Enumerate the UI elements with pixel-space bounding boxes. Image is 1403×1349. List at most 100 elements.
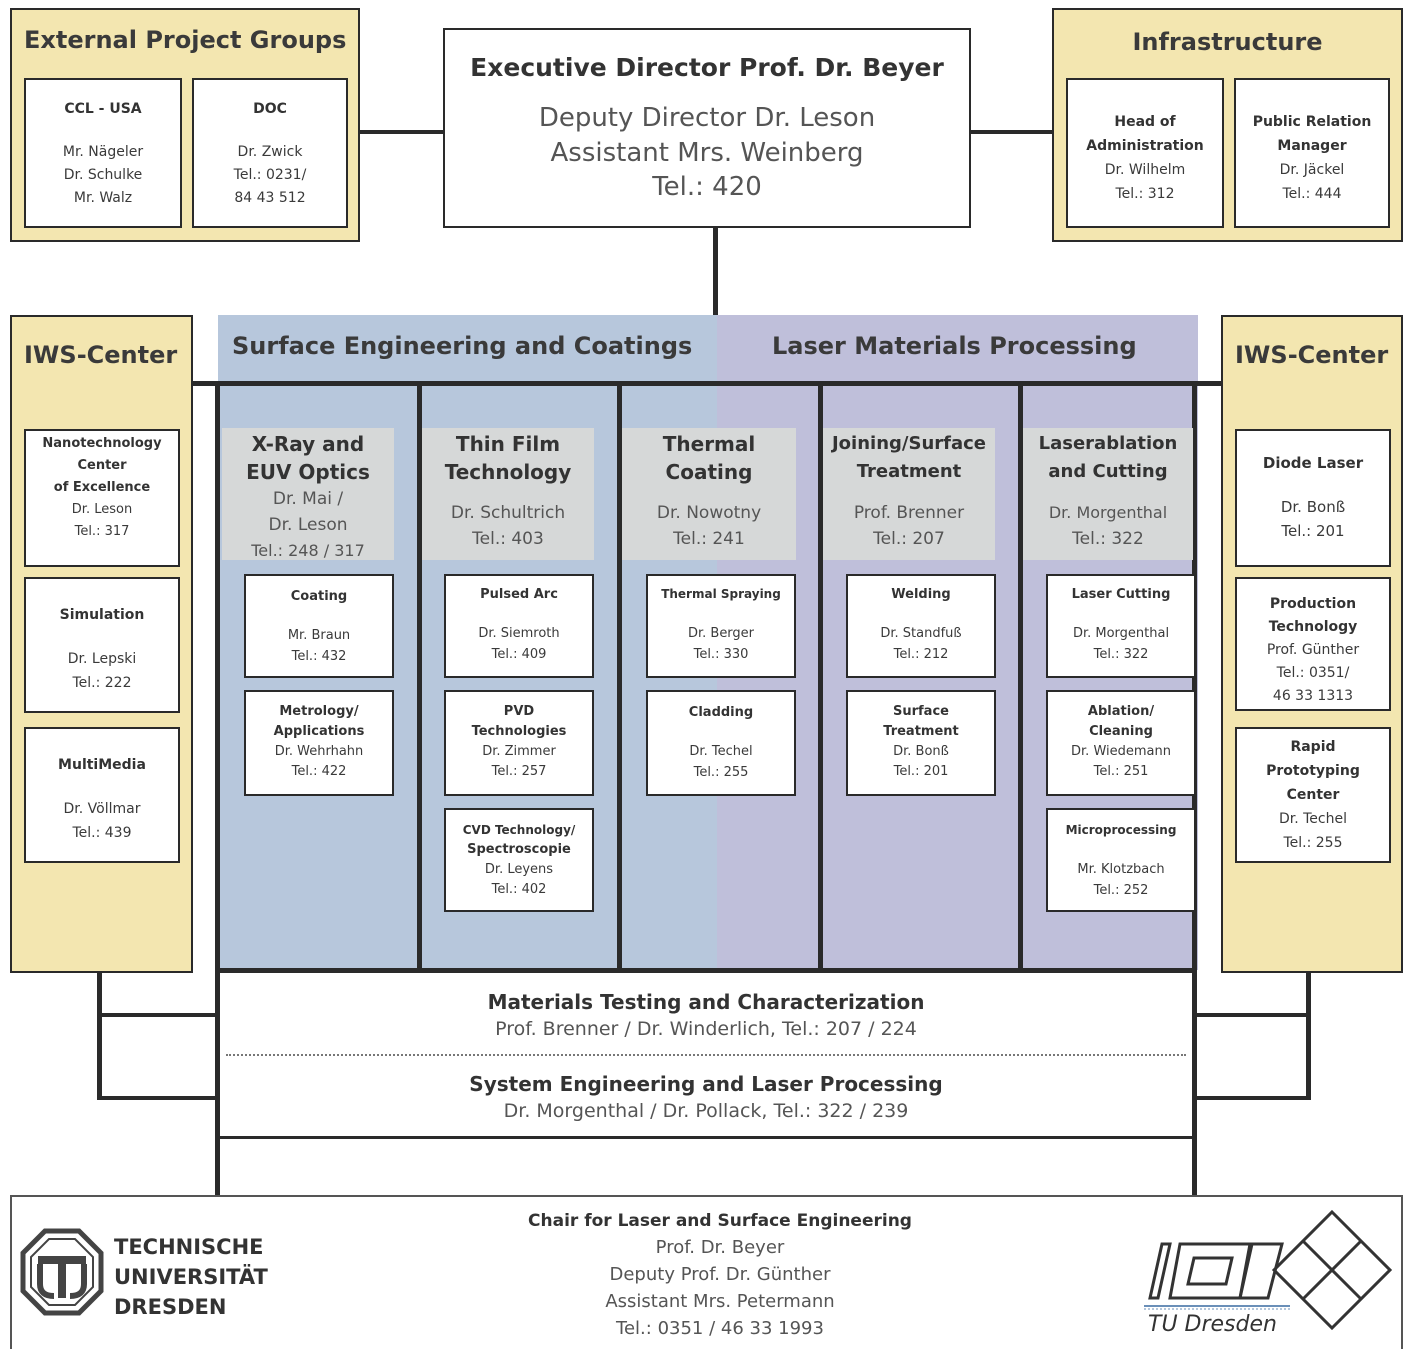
ccl-usa-box: CCL - USA Mr. Nägeler Dr. Schulke Mr. Wa… [24,78,182,228]
pr-line: Dr. Jäckel [1279,162,1345,178]
system-engineering-box: System Engineering and Laser Processing … [220,1058,1192,1136]
nano-name: Center [77,458,127,473]
multimedia-line: Tel.: 439 [72,825,132,841]
sub-line: Tel.: 432 [291,649,347,664]
nano-line: Dr. Leson [71,502,133,517]
system-engineering-line: Dr. Morgenthal / Dr. Pollack, Tel.: 322 … [503,1100,909,1122]
doc-line: Tel.: 0231/ [233,167,307,183]
production-name: Technology [1268,619,1358,635]
connector [713,228,718,384]
pr-name: Public Relation [1252,114,1372,130]
sub-line: Dr. Bonß [893,744,949,759]
sub-laser-cutting-box: Laser Cutting Dr. Morgenthal Tel.: 322 [1046,574,1196,678]
sub-ablation-cleaning-box: Ablation/ Cleaning Dr. Wiedemann Tel.: 2… [1046,690,1196,796]
dept-xray-euv-optics: X-Ray and EUV Optics Dr. Mai / Dr. Leson… [222,428,394,560]
connector [360,130,443,134]
head-of-administration-box: Head of Administration Dr. Wilhelm Tel.:… [1066,78,1224,228]
sub-welding-box: Welding Dr. Standfuß Tel.: 212 [846,574,996,678]
executive-tel: Tel.: 420 [652,172,762,202]
rapid-prototyping-box: Rapid Prototyping Center Dr. Techel Tel.… [1235,727,1391,863]
simulation-line: Tel.: 222 [72,675,132,691]
sub-name: Metrology/ [279,704,359,719]
sub-line: Dr. Siemroth [478,626,560,641]
dept-laserablation-cutting: Laserablation and Cutting Dr. Morgenthal… [1023,428,1193,560]
ilot-logo-caption: TU Dresden [1148,1312,1277,1337]
dept-name: EUV Optics [246,460,370,484]
doc-name: DOC [253,101,287,117]
sub-name: Treatment [883,724,959,739]
executive-director-box: Executive Director Prof. Dr. Beyer Deput… [443,28,971,228]
sub-coating-box: Coating Mr. Braun Tel.: 432 [244,574,394,678]
ilot-logo-icon [1144,1209,1393,1331]
sub-name: Surface [893,704,949,719]
tu-logo-line: DRESDEN [114,1295,227,1319]
multimedia-line: Dr. Völlmar [63,801,141,817]
multimedia-name: MultiMedia [58,757,146,773]
sub-cvd-box: CVD Technology/ Spectroscopie Dr. Leyens… [444,808,594,912]
deputy-director: Deputy Director Dr. Leson [538,103,876,133]
sub-line: Tel.: 322 [1093,647,1149,662]
rapid-name: Prototyping [1266,763,1360,779]
production-line: 46 33 1313 [1272,688,1354,704]
nano-name: Nanotechnology [42,436,162,451]
column-divider [617,381,622,973]
footer-panel [10,1195,1403,1349]
sub-name: Applications [273,724,365,739]
sub-name: Cladding [688,705,754,720]
rapid-line: Tel.: 255 [1283,835,1343,851]
sub-line: Tel.: 409 [491,647,547,662]
production-technology-box: Production Technology Prof. Günther Tel.… [1235,577,1391,711]
connector [1306,973,1311,1100]
rapid-name: Center [1286,787,1340,803]
sub-line: Tel.: 212 [893,647,949,662]
sub-name: Thermal Spraying [661,587,781,601]
dept-name: Joining/Surface [831,433,986,454]
sub-line: Dr. Wiedemann [1071,744,1171,759]
sub-line: Dr. Standfuß [880,626,962,641]
chair-line: Tel.: 0351 / 46 33 1993 [616,1318,824,1339]
materials-testing-box: Materials Testing and Characterization P… [220,976,1192,1054]
pr-name: Manager [1277,138,1347,154]
sub-line: Dr. Wehrhahn [274,744,364,759]
iws-right-title: IWS-Center [1235,341,1389,369]
dept-line: Dr. Morgenthal [1048,503,1168,522]
sub-line: Tel.: 257 [491,764,547,779]
admin-line: Dr. Wilhelm [1104,162,1186,178]
rapid-name: Rapid [1290,739,1336,755]
external-groups-title: External Project Groups [24,26,347,54]
main-bus-line [193,381,1222,386]
sub-name: Ablation/ [1087,704,1155,719]
nano-line: Tel.: 317 [74,524,130,539]
dept-line: Prof. Brenner [853,503,965,523]
surface-engineering-title: Surface Engineering and Coatings [232,332,693,360]
diode-name: Diode Laser [1262,454,1364,472]
chair-line: Deputy Prof. Dr. Günther [609,1264,831,1285]
admin-name: Administration [1086,138,1204,154]
nanotechnology-center-box: Nanotechnology Center of Excellence Dr. … [24,429,180,567]
sub-line: Dr. Techel [689,744,753,759]
sub-line: Mr. Klotzbach [1077,862,1165,877]
chair-info: Chair for Laser and Surface Engineering … [460,1208,980,1342]
dept-name: Treatment [856,461,962,482]
connector [971,130,1052,134]
sub-line: Tel.: 330 [693,647,749,662]
sub-metrology-box: Metrology/ Applications Dr. Wehrhahn Tel… [244,690,394,796]
dept-thermal-coating: Thermal Coating Dr. Nowotny Tel.: 241 [622,428,796,560]
sub-name: Coating [290,589,348,604]
dept-thin-film-technology: Thin Film Technology Dr. Schultrich Tel.… [422,428,594,560]
sub-line: Dr. Berger [687,626,755,641]
simulation-box: Simulation Dr. Lepski Tel.: 222 [24,577,180,713]
connector [97,1013,217,1017]
sub-cladding-box: Cladding Dr. Techel Tel.: 255 [646,690,796,796]
dept-line: Dr. Leson [268,515,348,535]
sub-line: Dr. Morgenthal [1072,626,1170,641]
materials-testing-line: Prof. Brenner / Dr. Winderlich, Tel.: 20… [495,1018,917,1040]
nano-name: of Excellence [53,480,151,495]
connector [97,1096,217,1100]
dept-name: X-Ray and [251,432,365,456]
dept-line: Tel.: 322 [1072,529,1144,549]
column-divider [215,381,220,1196]
production-name: Production [1269,596,1357,612]
dept-line: Dr. Mai / [272,489,344,509]
dept-line: Tel.: 207 [873,529,945,549]
